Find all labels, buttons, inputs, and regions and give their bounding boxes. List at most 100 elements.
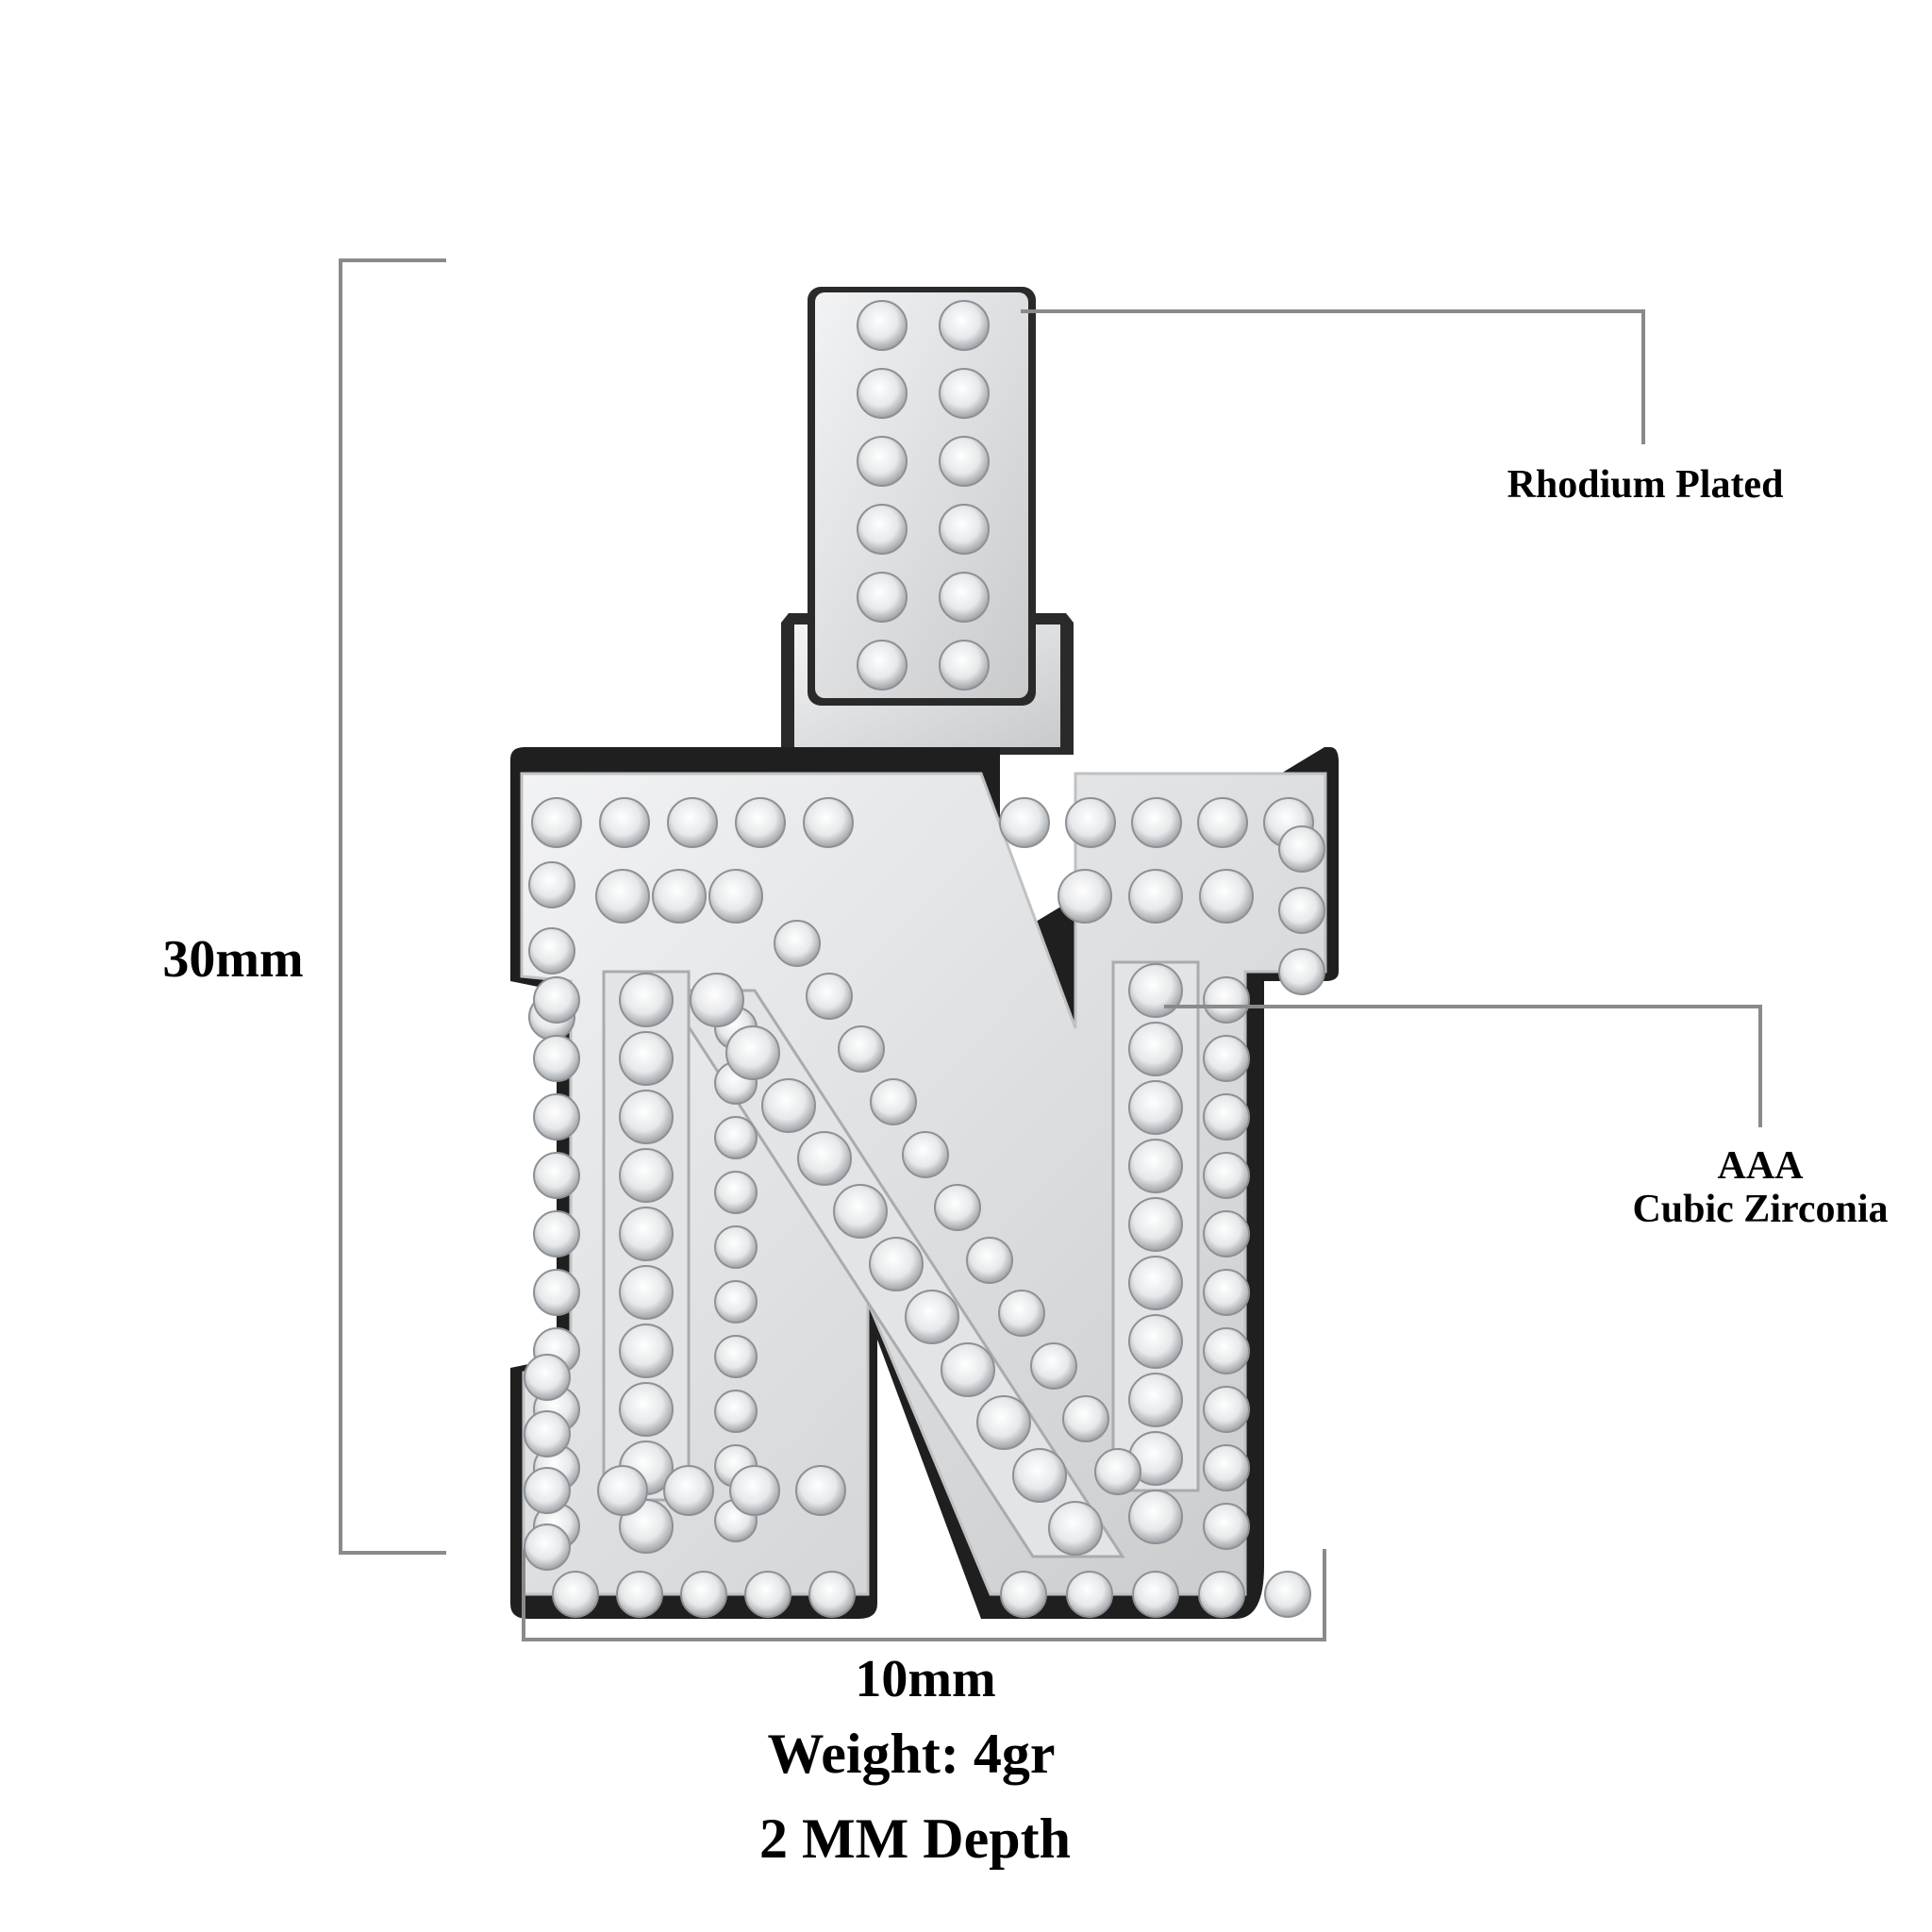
stone xyxy=(619,1031,674,1086)
stone xyxy=(1203,1093,1250,1141)
stone xyxy=(663,1465,714,1516)
stone xyxy=(1128,1139,1183,1193)
stone xyxy=(1203,1152,1250,1199)
stone xyxy=(1030,1342,1077,1390)
height-bracket-vertical xyxy=(339,258,342,1555)
stone xyxy=(652,869,707,924)
stone xyxy=(808,1571,856,1618)
stone xyxy=(1128,1373,1183,1427)
stone xyxy=(1048,1501,1103,1556)
stone xyxy=(857,368,908,419)
stone xyxy=(714,1225,758,1269)
stone xyxy=(533,1093,580,1141)
stone xyxy=(1203,1269,1250,1316)
width-dimension-label: 10mm xyxy=(855,1650,996,1708)
stone xyxy=(1012,1448,1067,1503)
stone xyxy=(619,1324,674,1378)
stone xyxy=(552,1571,599,1618)
stone xyxy=(524,1354,571,1401)
stone xyxy=(806,973,853,1020)
stone xyxy=(533,1210,580,1257)
stone xyxy=(939,640,990,691)
stone xyxy=(795,1465,846,1516)
width-bracket-right-tick xyxy=(1323,1549,1326,1641)
stone xyxy=(1132,1571,1179,1618)
stone xyxy=(1197,797,1248,848)
stone xyxy=(902,1131,949,1178)
stone xyxy=(1203,1444,1250,1491)
stone xyxy=(803,797,854,848)
stone xyxy=(939,436,990,487)
stone xyxy=(533,976,580,1024)
depth-label: 2 MM Depth xyxy=(759,1807,1071,1870)
stone xyxy=(761,1078,816,1133)
stone xyxy=(797,1131,852,1186)
stone xyxy=(998,1290,1045,1337)
stone xyxy=(905,1290,959,1344)
stone xyxy=(714,1280,758,1324)
stone xyxy=(857,300,908,351)
stone xyxy=(1128,1314,1183,1369)
stone xyxy=(599,797,650,848)
stone xyxy=(533,1152,580,1199)
stone xyxy=(1203,1327,1250,1374)
stone xyxy=(1128,1080,1183,1135)
stone xyxy=(744,1571,791,1618)
stone xyxy=(999,797,1050,848)
stone xyxy=(1128,1022,1183,1076)
stone xyxy=(1278,825,1325,873)
stone xyxy=(1203,976,1250,1024)
stone xyxy=(619,1382,674,1437)
stone xyxy=(524,1410,571,1457)
stone xyxy=(524,1467,571,1514)
stone xyxy=(1131,797,1182,848)
stone xyxy=(1198,1571,1245,1618)
stone xyxy=(524,1524,571,1571)
height-bracket-bottom-tick xyxy=(339,1551,446,1555)
stone xyxy=(619,1207,674,1261)
stone xyxy=(619,1265,674,1320)
stone xyxy=(833,1184,888,1239)
rhodium-plated-label: Rhodium Plated xyxy=(1507,463,1784,507)
stone xyxy=(708,869,763,924)
stone xyxy=(1203,1035,1250,1082)
stone xyxy=(1199,869,1254,924)
stone xyxy=(870,1078,917,1125)
stone xyxy=(1128,1197,1183,1252)
stone xyxy=(680,1571,727,1618)
stone xyxy=(1128,1256,1183,1310)
height-dimension-label: 30mm xyxy=(162,930,304,989)
stone xyxy=(619,1148,674,1203)
weight-label: Weight: 4gr xyxy=(767,1723,1056,1785)
stone xyxy=(976,1395,1031,1450)
stone xyxy=(838,1025,885,1073)
stone xyxy=(966,1237,1013,1284)
stone xyxy=(528,861,575,908)
stone xyxy=(690,973,744,1027)
stone xyxy=(528,927,575,974)
stone xyxy=(1278,948,1325,995)
stone xyxy=(533,1269,580,1316)
stone xyxy=(774,920,821,967)
stone xyxy=(667,797,718,848)
stone xyxy=(857,504,908,555)
stone xyxy=(619,1090,674,1144)
stone xyxy=(1278,887,1325,934)
stone xyxy=(597,1465,648,1516)
stone xyxy=(595,869,650,924)
stone xyxy=(714,1335,758,1378)
stone xyxy=(939,300,990,351)
stone xyxy=(533,1035,580,1082)
stone xyxy=(857,640,908,691)
stone xyxy=(939,368,990,419)
stone xyxy=(714,1390,758,1433)
height-bracket-top-tick xyxy=(339,258,446,262)
stone xyxy=(1264,1571,1311,1618)
stone xyxy=(857,436,908,487)
stone xyxy=(1000,1571,1047,1618)
stone xyxy=(1062,1395,1109,1442)
stone xyxy=(869,1237,924,1291)
stone xyxy=(735,797,786,848)
stone xyxy=(857,572,908,623)
